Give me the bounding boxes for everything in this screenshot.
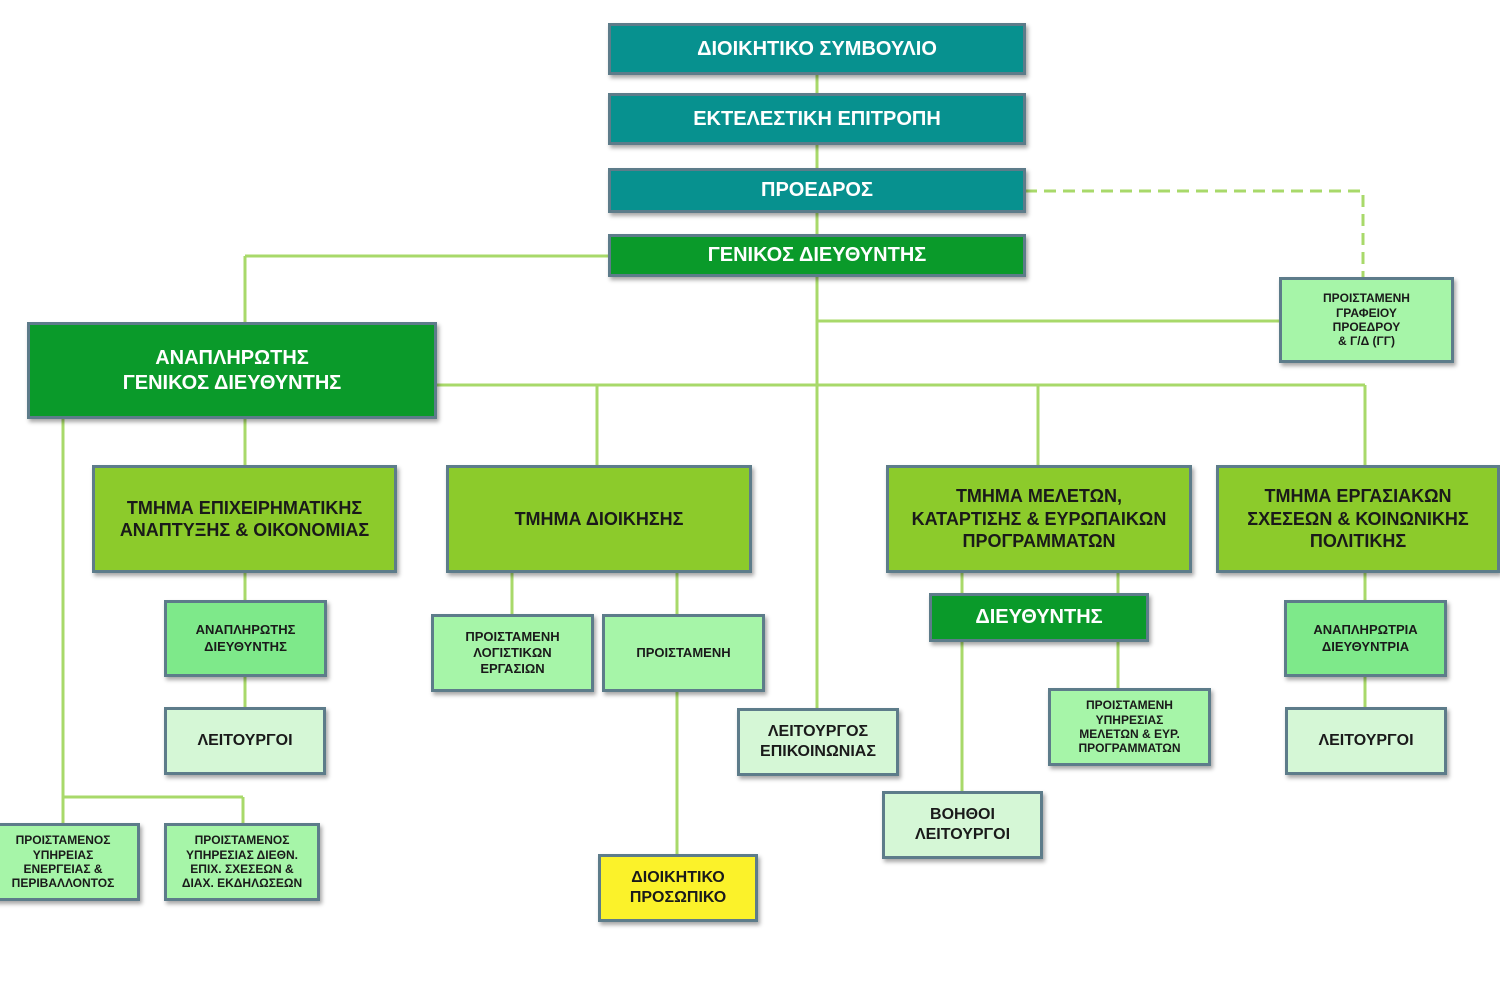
deputy-general-director-box: ΑΝΑΠΛΗΡΩΤΗΣ ΓΕΝΙΚΟΣ ΔΙΕΥΘΥΝΤΗΣ [27, 322, 437, 419]
dept-labour-box: ΤΜΗΜΑ ΕΡΓΑΣΙΑΚΩΝ ΣΧΕΣΕΩΝ & ΚΟΙΝΩΝΙΚΗΣ ΠΟ… [1216, 465, 1500, 573]
officers-business-label: ΛΕΙΤΟΥΡΓΟΙ [197, 732, 293, 749]
general-director-label: ΓΕΝΙΚΟΣ ΔΙΕΥΘΥΝΤΗΣ [707, 244, 927, 266]
head-intl-label: ΠΡΟΙΣΤΑΜΕΝΟΣ ΥΠΗΡΕΣΙΑΣ ΔΙΕΘΝ. ΕΠΙΧ. ΣΧΕΣ… [181, 833, 303, 891]
officers-labour-label: ΛΕΙΤΟΥΡΓΟΙ [1318, 732, 1414, 749]
assistant-officers-box: ΒΟΗΘΟΙ ΛΕΙΤΟΥΡΓΟΙ [882, 791, 1043, 859]
dept-admin-label: ΤΜΗΜΑ ΔΙΟΙΚΗΣΗΣ [514, 508, 684, 529]
head-accounting-box: ΠΡΟΙΣΤΑΜΕΝΗ ΛΟΓΙΣΤΙΚΩΝ ΕΡΓΑΣΙΩΝ [431, 614, 594, 692]
deputy-director-box: ΑΝΑΠΛΗΡΩΤΗΣ ΔΙΕΥΘΥΝΤΗΣ [164, 600, 327, 677]
head-studies-service-box: ΠΡΟΙΣΤΑΜΕΝΗ ΥΠΗΡΕΣΙΑΣ ΜΕΛΕΤΩΝ & ΕΥΡ. ΠΡΟ… [1048, 688, 1211, 766]
officers-labour-box: ΛΕΙΤΟΥΡΓΟΙ [1285, 707, 1447, 775]
dept-business-label: ΤΜΗΜΑ ΕΠΙΧΕΙΡΗΜΑΤΙΚΗΣ ΑΝΑΠΤΥΞΗΣ & ΟΙΚΟΝΟ… [119, 497, 370, 541]
office-head-label: ΠΡΟΙΣΤΑΜΕΝΗ ΓΡΑΦΕΙΟΥ ΠΡΟΕΔΡΟΥ & Γ/Δ (ΓΓ) [1323, 291, 1410, 349]
dept-admin-box: ΤΜΗΜΑ ΔΙΟΙΚΗΣΗΣ [446, 465, 752, 573]
head-admin-label: ΠΡΟΙΣΤΑΜΕΝΗ [636, 644, 731, 660]
exec-committee-box: ΕΚΤΕΛΕΣΤΙΚΗ ΕΠΙΤΡΟΠΗ [608, 93, 1026, 145]
deputy-director-f-label: ΑΝΑΠΛΗΡΩΤΡΙΑ ΔΙΕΥΘΥΝΤΡΙΑ [1313, 622, 1418, 654]
comms-officer-box: ΛΕΙΤΟΥΡΓΟΣ ΕΠΙΚΟΙΝΩΝΙΑΣ [737, 708, 899, 776]
dashed-connector-line [1025, 189, 1365, 279]
board-box: ΔΙΟΙΚΗΤΙΚΟ ΣΥΜΒΟΥΛΙΟ [608, 23, 1026, 75]
dept-studies-label: ΤΜΗΜΑ ΜΕΛΕΤΩΝ, ΚΑΤΑΡΤΙΣΗΣ & ΕΥΡΩΠΑΙΚΩΝ Π… [911, 486, 1167, 552]
head-accounting-label: ΠΡΟΙΣΤΑΜΕΝΗ ΛΟΓΙΣΤΙΚΩΝ ΕΡΓΑΣΙΩΝ [465, 628, 560, 677]
deputy-general-director-label: ΑΝΑΠΛΗΡΩΤΗΣ ΓΕΝΙΚΟΣ ΔΙΕΥΘΥΝΤΗΣ [122, 346, 342, 394]
board-label: ΔΙΟΙΚΗΤΙΚΟ ΣΥΜΒΟΥΛΙΟ [697, 37, 937, 60]
officers-business-box: ΛΕΙΤΟΥΡΓΟΙ [164, 707, 326, 775]
dept-business-box: ΤΜΗΜΑ ΕΠΙΧΕΙΡΗΜΑΤΙΚΗΣ ΑΝΑΠΤΥΞΗΣ & ΟΙΚΟΝΟ… [92, 465, 397, 573]
director-studies-label: ΔΙΕΥΘΥΝΤΗΣ [975, 606, 1103, 628]
head-energy-box: ΠΡΟΙΣΤΑΜΕΝΟΣ ΥΠΗΡΕΙΑΣ ΕΝΕΡΓΕΙΑΣ & ΠΕΡΙΒΑ… [0, 823, 140, 901]
deputy-director-f-box: ΑΝΑΠΛΗΡΩΤΡΙΑ ΔΙΕΥΘΥΝΤΡΙΑ [1284, 600, 1447, 677]
president-label: ΠΡΟΕΔΡΟΣ [761, 179, 873, 201]
dept-labour-label: ΤΜΗΜΑ ΕΡΓΑΣΙΑΚΩΝ ΣΧΕΣΕΩΝ & ΚΟΙΝΩΝΙΚΗΣ ΠΟ… [1247, 486, 1469, 552]
exec-committee-label: ΕΚΤΕΛΕΣΤΙΚΗ ΕΠΙΤΡΟΠΗ [693, 107, 941, 130]
director-studies-box: ΔΙΕΥΘΥΝΤΗΣ [929, 593, 1149, 642]
head-admin-box: ΠΡΟΙΣΤΑΜΕΝΗ [602, 614, 765, 692]
office-head-box: ΠΡΟΙΣΤΑΜΕΝΗ ΓΡΑΦΕΙΟΥ ΠΡΟΕΔΡΟΥ & Γ/Δ (ΓΓ) [1279, 277, 1454, 363]
comms-officer-label: ΛΕΙΤΟΥΡΓΟΣ ΕΠΙΚΟΙΝΩΝΙΑΣ [760, 723, 876, 760]
dept-studies-box: ΤΜΗΜΑ ΜΕΛΕΤΩΝ, ΚΑΤΑΡΤΙΣΗΣ & ΕΥΡΩΠΑΙΚΩΝ Π… [886, 465, 1192, 573]
general-director-box: ΓΕΝΙΚΟΣ ΔΙΕΥΘΥΝΤΗΣ [608, 234, 1026, 277]
head-studies-service-label: ΠΡΟΙΣΤΑΜΕΝΗ ΥΠΗΡΕΣΙΑΣ ΜΕΛΕΤΩΝ & ΕΥΡ. ΠΡΟ… [1078, 698, 1181, 756]
assistant-officers-label: ΒΟΗΘΟΙ ΛΕΙΤΟΥΡΓΟΙ [914, 806, 1011, 843]
head-energy-label: ΠΡΟΙΣΤΑΜΕΝΟΣ ΥΠΗΡΕΙΑΣ ΕΝΕΡΓΕΙΑΣ & ΠΕΡΙΒΑ… [11, 833, 115, 891]
deputy-director-label: ΑΝΑΠΛΗΡΩΤΗΣ ΔΙΕΥΘΥΝΤΗΣ [195, 622, 296, 654]
president-box: ΠΡΟΕΔΡΟΣ [608, 168, 1026, 213]
admin-staff-label: ΔΙΟΙΚΗΤΙΚΟ ΠΡΟΣΩΠΙΚΟ [629, 869, 727, 906]
head-intl-box: ΠΡΟΙΣΤΑΜΕΝΟΣ ΥΠΗΡΕΣΙΑΣ ΔΙΕΘΝ. ΕΠΙΧ. ΣΧΕΣ… [164, 823, 320, 901]
admin-staff-box: ΔΙΟΙΚΗΤΙΚΟ ΠΡΟΣΩΠΙΚΟ [598, 854, 758, 922]
